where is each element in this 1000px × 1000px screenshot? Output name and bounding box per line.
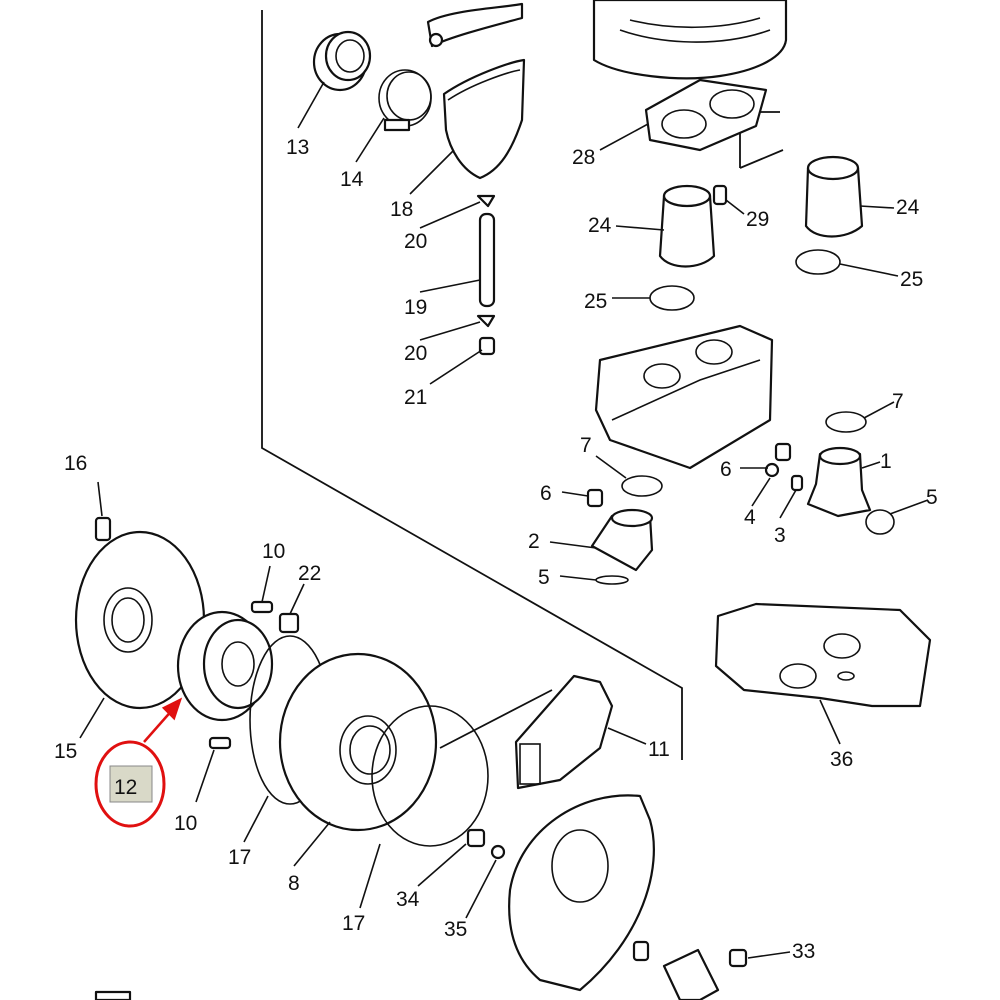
part-7-clamp-right[interactable] <box>825 411 867 433</box>
part-36-gasket[interactable] <box>714 602 932 708</box>
callout-6-right[interactable]: 6 <box>720 458 732 481</box>
part-10-bolt-upper[interactable] <box>250 600 274 614</box>
callout-17-lower[interactable]: 17 <box>342 912 365 935</box>
part-21-plug[interactable] <box>478 336 496 356</box>
highlight-part-12[interactable]: 12 <box>94 697 183 828</box>
part-6-bolt-right[interactable] <box>774 442 792 462</box>
callout-5-right[interactable]: 5 <box>926 486 938 509</box>
callout-6-left[interactable]: 6 <box>540 482 552 505</box>
part-bottom-bracket[interactable] <box>94 940 720 1000</box>
callout-34[interactable]: 34 <box>396 888 420 911</box>
part-25-clamp-left[interactable] <box>649 285 695 311</box>
callout-20-upper[interactable]: 20 <box>404 230 427 253</box>
callout-24-right[interactable]: 24 <box>896 196 920 219</box>
part-16-bolt[interactable] <box>94 516 112 542</box>
callout-15[interactable]: 15 <box>54 740 77 763</box>
callout-8[interactable]: 8 <box>288 872 300 895</box>
part-22-clip[interactable] <box>278 612 300 634</box>
part-carburetor-body[interactable] <box>594 324 774 470</box>
highlight-circle <box>94 740 166 828</box>
callout-25-right[interactable]: 25 <box>900 268 923 291</box>
part-12-label-box <box>109 765 153 803</box>
part-24-boot-right[interactable] <box>804 155 864 238</box>
part-20-clip-upper[interactable] <box>476 194 496 208</box>
part-13-seal[interactable] <box>312 30 372 92</box>
callout-10-upper[interactable]: 10 <box>262 540 285 563</box>
callout-14[interactable]: 14 <box>340 168 364 191</box>
callout-29[interactable]: 29 <box>746 208 769 231</box>
callout-36[interactable]: 36 <box>830 748 853 771</box>
part-12-filter[interactable] <box>176 610 274 722</box>
part-3-pin[interactable] <box>790 474 804 492</box>
part-25-clamp-right[interactable] <box>795 249 841 275</box>
callout-28[interactable]: 28 <box>572 146 595 169</box>
callout-22[interactable]: 22 <box>298 562 321 585</box>
part-9-cover[interactable] <box>508 794 655 992</box>
callout-13[interactable]: 13 <box>286 136 309 159</box>
callout-7-left[interactable]: 7 <box>580 434 592 457</box>
part-19-tube[interactable] <box>478 212 496 308</box>
callout-33[interactable]: 33 <box>792 940 815 963</box>
callout-35[interactable]: 35 <box>444 918 467 941</box>
callout-7-right[interactable]: 7 <box>892 390 904 413</box>
callout-numbers: 13 14 18 20 19 20 21 28 24 29 24 25 25 7… <box>54 136 938 963</box>
callout-25-left[interactable]: 25 <box>584 290 607 313</box>
leader-lines <box>79 81 929 959</box>
callout-24-left[interactable]: 24 <box>588 214 612 237</box>
part-11-duct[interactable] <box>514 674 614 790</box>
callout-2[interactable]: 2 <box>528 530 540 553</box>
part-6-bolt-left[interactable] <box>586 488 604 508</box>
callout-21[interactable]: 21 <box>404 386 427 409</box>
part-7-clamp-left[interactable] <box>621 475 663 497</box>
part-5-oring-right[interactable] <box>865 509 895 535</box>
part-34-bolt[interactable] <box>466 828 486 848</box>
callout-20-lower[interactable]: 20 <box>404 342 427 365</box>
part-33-bolt[interactable] <box>728 948 748 968</box>
part-2-manifold[interactable] <box>590 508 654 572</box>
part-20-clip-lower[interactable] <box>476 314 496 328</box>
callout-1[interactable]: 1 <box>880 450 892 473</box>
callout-10-lower[interactable]: 10 <box>174 812 197 835</box>
callout-3[interactable]: 3 <box>774 524 786 547</box>
callout-4[interactable]: 4 <box>744 506 756 529</box>
part-1-manifold[interactable] <box>806 446 872 518</box>
part-18-funnel[interactable] <box>442 58 526 180</box>
highlight-arrowhead <box>161 697 183 721</box>
part-5-oring-left[interactable] <box>595 575 629 585</box>
callout-16[interactable]: 16 <box>64 452 87 475</box>
callout-5-left[interactable]: 5 <box>538 566 550 589</box>
assembly-frame <box>261 10 784 760</box>
callout-17-upper[interactable]: 17 <box>228 846 251 869</box>
part-10-bolt-lower[interactable] <box>208 736 232 750</box>
part-14-clamp[interactable] <box>378 69 432 132</box>
part-4-washer[interactable] <box>764 462 780 478</box>
part-top-pipe[interactable] <box>426 2 524 48</box>
callout-12[interactable]: 12 <box>114 776 137 799</box>
callout-11[interactable]: 11 <box>648 738 670 761</box>
part-17-gasket-front[interactable] <box>371 705 489 847</box>
part-airbox-top[interactable] <box>592 0 788 80</box>
part-24-boot-left[interactable] <box>658 184 716 268</box>
callout-18[interactable]: 18 <box>390 198 413 221</box>
part-28-gasket[interactable] <box>644 78 768 152</box>
part-8-case[interactable] <box>278 652 438 832</box>
callout-19[interactable]: 19 <box>404 296 427 319</box>
part-35-washer[interactable] <box>490 844 506 860</box>
part-29-bolt[interactable] <box>712 184 728 206</box>
